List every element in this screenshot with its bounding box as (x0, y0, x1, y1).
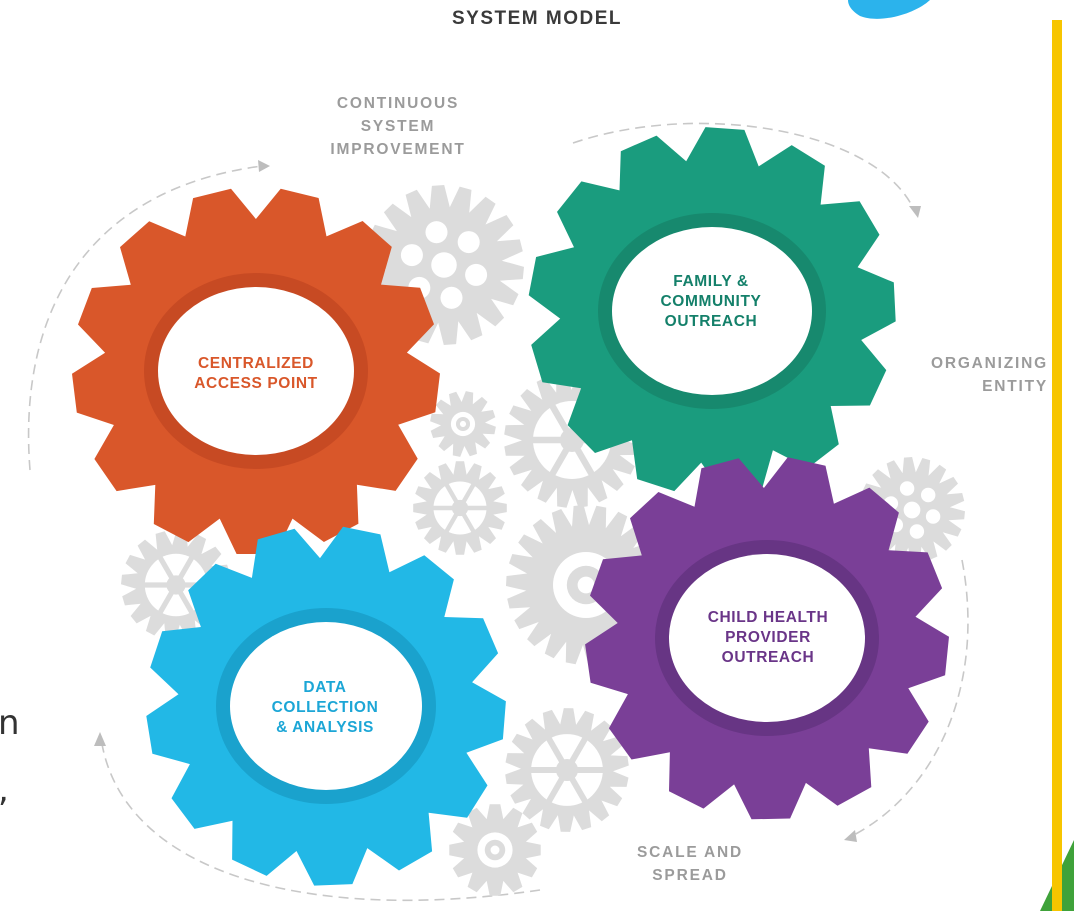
arrowhead-bottom (94, 732, 106, 746)
arrowhead-top-left (258, 160, 270, 172)
data-line-2: COLLECTION (271, 699, 379, 716)
background-gear (449, 804, 541, 896)
cycle-arrow-top-left (27, 165, 263, 471)
background-gears (121, 185, 965, 896)
background-gear (430, 391, 496, 457)
label-scale-and-spread: SCALE AND SPREAD (600, 841, 780, 887)
cycle-arrow-bottom (100, 737, 541, 902)
background-gear-spoke (173, 583, 195, 615)
blue-corner-shape (848, 0, 930, 19)
arrowhead-right (844, 830, 857, 842)
gear-child (585, 457, 949, 820)
child-line-2: PROVIDER (725, 629, 811, 646)
background-gear-axle (903, 501, 921, 519)
family-line-1: FAMILY & (673, 273, 749, 290)
decorative-border (848, 0, 1074, 911)
background-gear-hole (465, 263, 488, 286)
background-gear-hole (400, 244, 423, 267)
data-line-1: DATA (303, 679, 347, 696)
gear-family (528, 127, 896, 495)
gear-label-centralized-access-point: CENTRALIZED ACCESS POINT (156, 354, 356, 394)
background-gear-axle (431, 252, 457, 278)
background-gear-spoke (546, 768, 570, 804)
family-line-3: OUTREACH (664, 313, 758, 330)
background-gear-spoke (173, 555, 195, 587)
gear-center-hole (158, 287, 354, 455)
family-line-2: COMMUNITY (660, 293, 762, 310)
background-gear-spoke (157, 555, 179, 587)
child-line-3: OUTREACH (721, 649, 815, 666)
background-gear-hole (440, 286, 463, 309)
gear-label-child-health-provider-outreach: CHILD HEALTH PROVIDER OUTREACH (668, 608, 868, 668)
background-gear-spoke (564, 768, 588, 804)
background-gear-spoke (458, 483, 476, 510)
background-gear-spoke (549, 403, 575, 442)
gear-label-family-community-outreach: FAMILY & COMMUNITY OUTREACH (611, 272, 811, 332)
continuous-improvement-line-1: CONTINUOUS (336, 95, 460, 112)
yellow-border-band (1052, 20, 1062, 911)
continuous-improvement-line-2: SYSTEM (360, 118, 436, 135)
background-gear-axle (490, 845, 500, 855)
centralized-line-1: CENTRALIZED (198, 355, 314, 372)
label-continuous-improvement: CONTINUOUS SYSTEM IMPROVEMENT (283, 92, 513, 161)
gear-center-hole (230, 622, 422, 790)
background-gear-spoke (458, 506, 476, 533)
background-gear (505, 708, 629, 832)
background-gear-hole (925, 509, 941, 524)
arrowhead-top-right (909, 206, 921, 218)
cycle-arrow-right (851, 559, 969, 837)
gear-data (146, 526, 506, 886)
background-gear-hole (909, 524, 925, 539)
cycle-arrows (27, 122, 969, 902)
organizing-entity-line-2: ENTITY (982, 378, 1048, 395)
background-gear-spoke (564, 736, 588, 772)
organizing-entity-line-1: ORGANIZING (930, 355, 1048, 372)
data-line-3: & ANALYSIS (276, 719, 374, 736)
background-gear-spoke (569, 438, 595, 477)
gear-center-hole (612, 227, 812, 395)
background-gear (413, 461, 507, 555)
background-gear-spoke (546, 736, 570, 772)
scale-and-spread-line-2: SPREAD (652, 867, 728, 884)
centralized-line-2: ACCESS POINT (194, 375, 318, 392)
label-organizing-entity: ORGANIZING ENTITY (868, 352, 1048, 398)
main-gears (72, 127, 949, 886)
background-gear-hole (899, 481, 915, 496)
background-gear-axle (577, 576, 595, 594)
cropped-text-fragment-1: n (0, 703, 18, 743)
background-gear-spoke (444, 483, 462, 510)
diagram-title: SYSTEM MODEL (451, 8, 622, 29)
background-gear-spoke (549, 438, 575, 477)
background-gear-spoke (444, 506, 462, 533)
cycle-arrow-top-right (572, 122, 916, 213)
continuous-improvement-line-3: IMPROVEMENT (330, 141, 466, 158)
gear-centralized (72, 188, 440, 554)
scale-and-spread-line-1: SCALE AND (636, 844, 744, 861)
cropped-text-fragment-2: , (0, 770, 18, 810)
background-gear-axle (459, 420, 467, 428)
background-gear-hole (425, 221, 448, 244)
gear-center-hole (669, 554, 865, 722)
cycle-arrowheads (94, 160, 921, 842)
gear-label-data-collection-analysis: DATA COLLECTION & ANALYSIS (225, 678, 425, 738)
background-gear-hole (457, 231, 480, 254)
background-gear-hole (920, 487, 936, 503)
child-line-1: CHILD HEALTH (707, 609, 829, 626)
background-gear-spoke (157, 583, 179, 615)
